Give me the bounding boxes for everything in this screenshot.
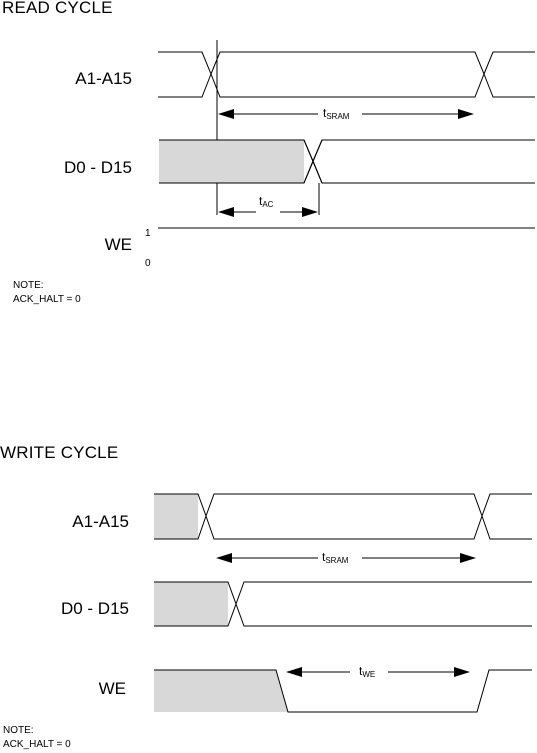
write-data-invalid-region <box>154 582 228 626</box>
write-twe-sub: WE <box>362 670 376 679</box>
read-tsram-sub: SRAM <box>326 112 350 121</box>
read-tac-label: tAC <box>256 194 277 209</box>
write-data-label: D0 - D15 <box>60 599 129 618</box>
read-tsram-left-arrow <box>218 109 234 119</box>
write-twe-main: t <box>359 664 363 678</box>
read-we-high-level: 1 <box>145 228 151 239</box>
write-tsram-right-arrow <box>460 553 476 563</box>
read-data-invalid-region <box>159 140 304 183</box>
read-tsram-right-arrow <box>458 109 474 119</box>
write-we-waveform <box>154 669 532 713</box>
read-data-label: D0 - D15 <box>63 158 132 177</box>
read-addr-label: A1-A15 <box>75 69 132 88</box>
write-addr-label: A1-A15 <box>72 512 129 531</box>
write-note: NOTE: ACK_HALT = 0 <box>3 724 71 752</box>
read-tsram-dimension <box>218 109 474 119</box>
write-note-text: ACK_HALT = 0 <box>3 739 71 750</box>
write-data-waveform <box>154 581 532 627</box>
write-note-heading: NOTE: <box>3 725 34 736</box>
read-tac-left-arrow <box>218 207 234 217</box>
write-tsram-label: tSRAM <box>319 550 352 565</box>
read-addr-waveform <box>158 51 535 98</box>
write-tsram-main: t <box>322 550 326 564</box>
write-we-label: WE <box>98 679 126 698</box>
write-addr-invalid-region <box>154 494 198 539</box>
read-note: NOTE: ACK_HALT = 0 <box>13 279 81 307</box>
read-tsram-label: tSRAM <box>320 106 353 121</box>
read-note-text: ACK_HALT = 0 <box>13 294 81 305</box>
read-tac-sub: AC <box>262 200 274 209</box>
read-we-label: WE <box>104 235 132 254</box>
write-twe-right-arrow <box>454 667 470 677</box>
read-tac-main: t <box>259 194 263 208</box>
read-tac-dimension <box>218 207 318 217</box>
write-addr-waveform <box>154 493 532 540</box>
write-tsram-dimension <box>216 553 476 563</box>
write-twe-label: tWE <box>356 664 379 679</box>
read-data-waveform <box>159 139 535 184</box>
write-tsram-sub: SRAM <box>325 556 349 565</box>
write-twe-dimension <box>286 667 470 677</box>
read-we-low-level: 0 <box>145 258 151 269</box>
write-cycle-title: WRITE CYCLE <box>0 443 119 462</box>
read-cycle-title: READ CYCLE <box>2 0 113 17</box>
read-note-heading: NOTE: <box>13 280 44 291</box>
read-tsram-main: t <box>323 106 327 120</box>
write-we-high-region <box>154 670 288 712</box>
read-tac-right-arrow <box>302 207 318 217</box>
write-tsram-left-arrow <box>216 553 232 563</box>
write-twe-left-arrow <box>286 667 302 677</box>
